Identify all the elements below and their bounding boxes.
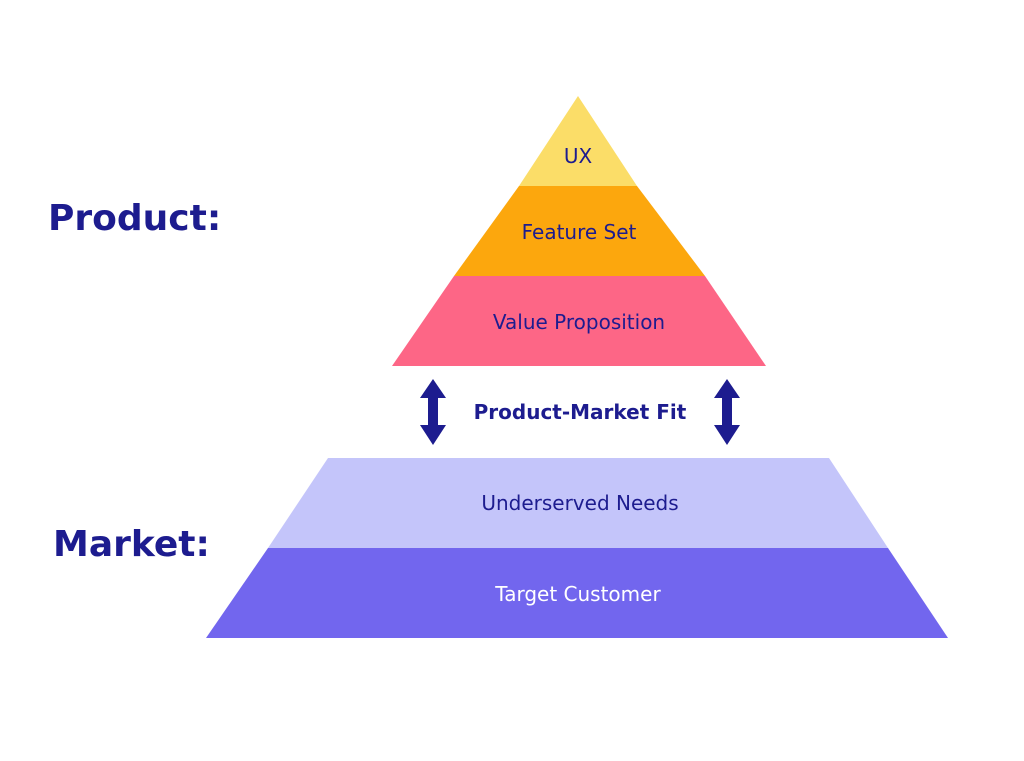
left-double-arrow-icon [420, 379, 446, 445]
feature-set-label: Feature Set [522, 220, 637, 244]
market-pyramid: Underserved Needs Target Customer [206, 458, 948, 638]
ux-label: UX [564, 144, 593, 168]
value-proposition-layer [392, 276, 766, 366]
ux-layer [519, 96, 637, 186]
target-customer-label: Target Customer [494, 582, 661, 606]
market-heading: Market: [53, 524, 210, 565]
product-heading: Product: [48, 198, 221, 239]
underserved-needs-layer [268, 458, 888, 548]
fit-connector: Product-Market Fit [420, 379, 740, 445]
target-customer-layer [206, 548, 948, 638]
right-double-arrow-icon [714, 379, 740, 445]
feature-set-layer [454, 186, 705, 276]
product-pyramid: UX Feature Set Value Proposition [392, 96, 766, 366]
value-proposition-label: Value Proposition [493, 310, 665, 334]
underserved-needs-label: Underserved Needs [481, 491, 678, 515]
product-market-fit-label: Product-Market Fit [474, 400, 687, 424]
